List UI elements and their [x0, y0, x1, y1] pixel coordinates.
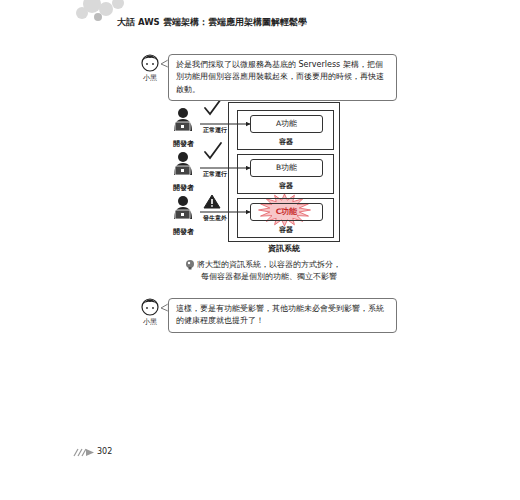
avatar-name: 小黑 [143, 317, 157, 327]
function-box: B功能 [250, 159, 323, 177]
developer: 開發者 [166, 151, 200, 193]
developer-icon [174, 196, 192, 219]
container-box: 容器 C功能 [237, 198, 334, 238]
cloud-puff [76, 7, 88, 19]
container-box: 容器 A功能 [237, 110, 334, 150]
node-text: A功能 [276, 119, 297, 129]
node-text: 這樣，要是有功能受影響，其他功能未必會受到影響，系統的健康程度就也提升了！ [176, 303, 389, 328]
node-text: 開發者 [162, 183, 204, 193]
page-number-slashes [74, 449, 94, 456]
avatar-icon [142, 55, 168, 71]
edge-label: 發生意外 [202, 214, 228, 223]
node-text: 資訊系統 [229, 244, 339, 254]
node-text: B功能 [276, 163, 297, 173]
node-text: C功能 [276, 207, 298, 217]
cloud-puff [94, 13, 102, 21]
node-text: 開發者 [162, 227, 204, 237]
node-text: 於是我們採取了以微服務為基底的 Serverless 架構，把個別功能用個別容器… [176, 59, 389, 96]
node-text: 開發者 [162, 139, 204, 149]
edge-label: 正常運行 [202, 126, 228, 135]
developer: 開發者 [166, 195, 200, 237]
node-text: 容器 [238, 225, 333, 235]
node-text: 容器 [238, 181, 333, 191]
avatar-icon [142, 299, 168, 315]
header-cloud [76, 0, 124, 21]
node-text: 容器 [238, 137, 333, 147]
warning-sign [204, 195, 220, 208]
cloud-puff [99, 2, 113, 16]
arrow-connector [200, 168, 250, 169]
avatar-name: 小黑 [143, 73, 157, 83]
developer-icons [174, 108, 192, 219]
developer-icon [174, 152, 192, 175]
speech-bubble: 這樣，要是有功能受影響，其他功能未必會受到影響，系統的健康程度就也提升了！ [168, 298, 397, 333]
developer: 開發者 [166, 107, 200, 149]
developer-icon [174, 108, 192, 131]
system-box: 資訊系統容器A功能容器B功能容器C功能 [228, 102, 340, 242]
arrow-connector [200, 124, 250, 125]
speech-bubble: 於是我們採取了以微服務為基底的 Serverless 架構，把個別功能用個別容器… [168, 54, 397, 101]
page-number: 302 [97, 447, 112, 456]
bubble-tail [161, 304, 168, 311]
edge-label: 正常運行 [202, 170, 228, 179]
cloud-puff [112, 0, 124, 9]
running-header: 大話 AWS 雲端架構：雲端應用架構圖解輕鬆學 [117, 17, 307, 29]
checkmark [205, 143, 221, 158]
figure-caption: 將大型的資訊系統，以容器的方式拆分， 每個容器都是個別的功能、獨立不影響 [196, 259, 342, 282]
container-box: 容器 B功能 [237, 154, 334, 194]
bubble-tail [161, 60, 168, 67]
checkmark [205, 99, 221, 114]
function-box: C功能 [250, 203, 323, 221]
function-box: A功能 [250, 115, 323, 133]
arrow-connector [200, 212, 250, 213]
bulb-icon [186, 260, 194, 270]
